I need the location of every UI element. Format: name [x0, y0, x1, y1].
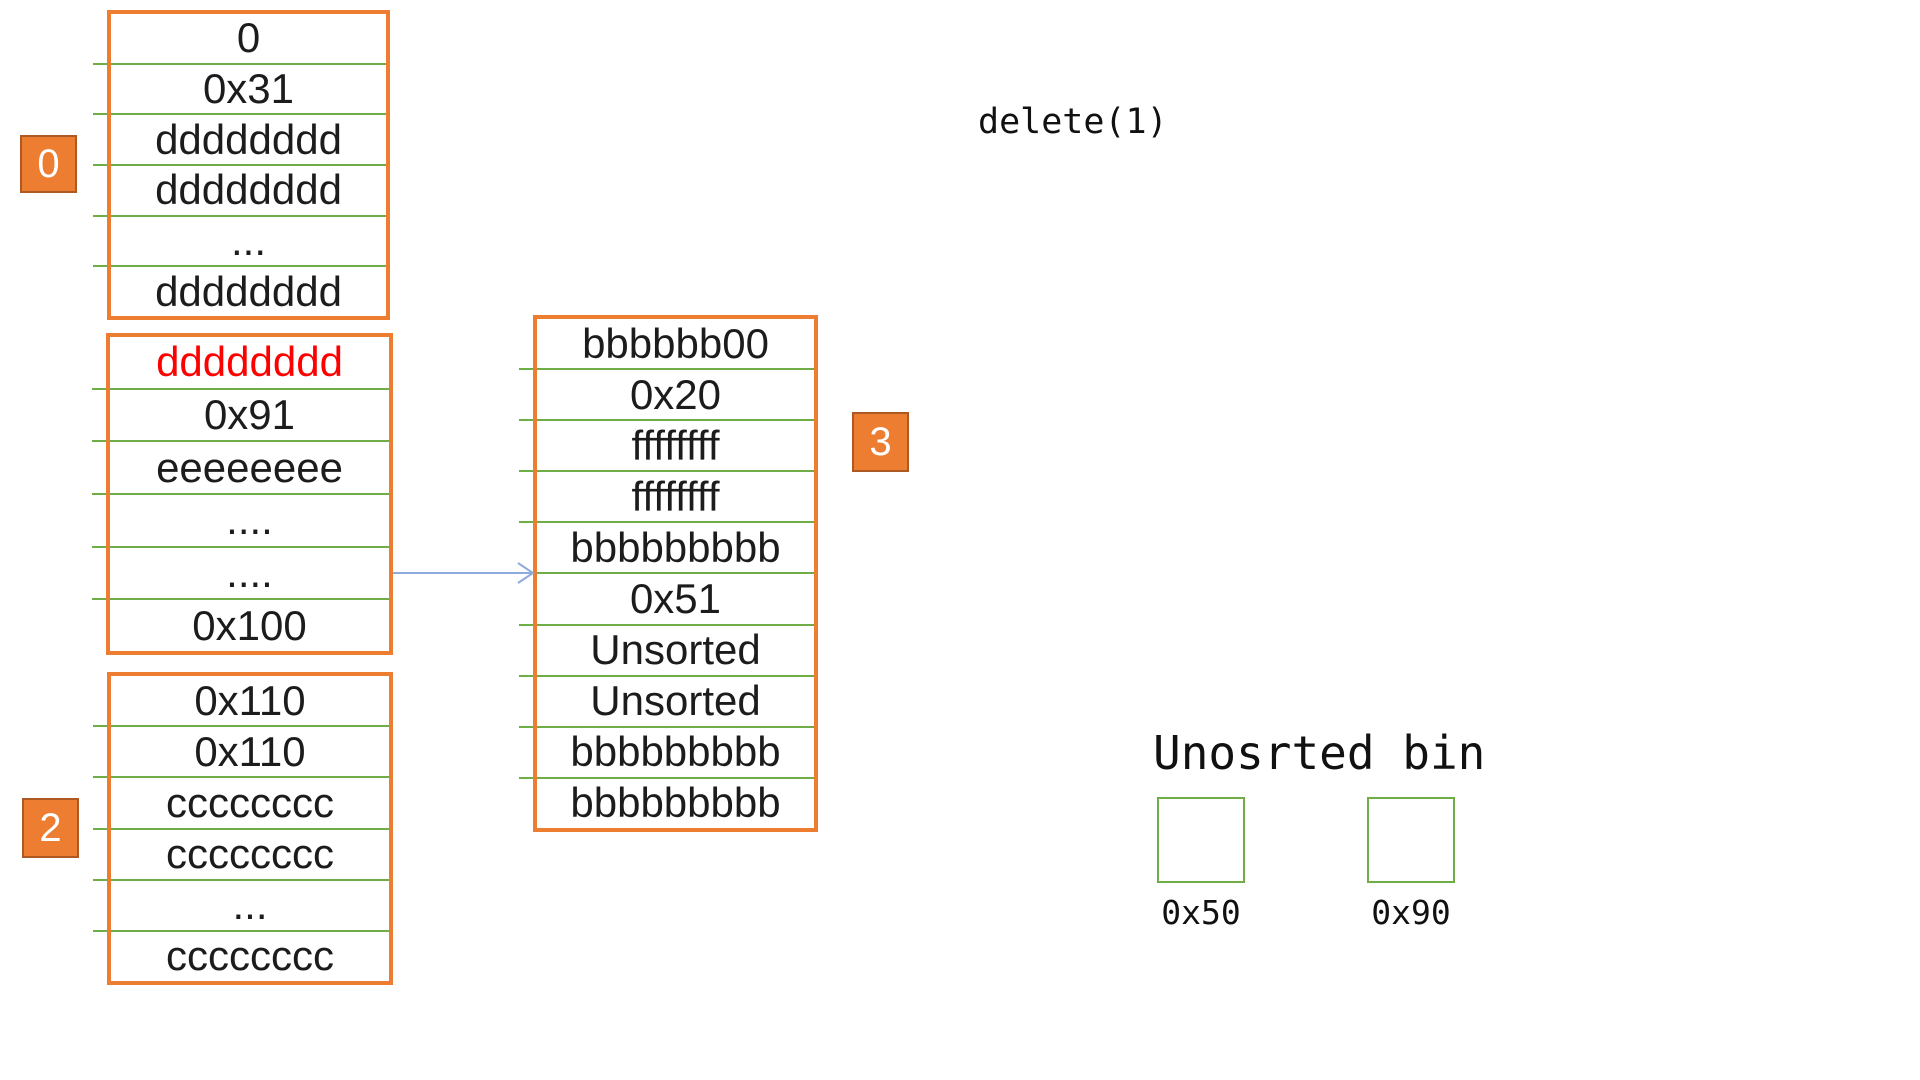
- memory-row-ellipsis: ....: [92, 493, 389, 546]
- memory-row: 0x110: [93, 725, 389, 776]
- memory-row: eeeeeeee: [92, 440, 389, 493]
- chunk-index-label-0: 0: [20, 135, 77, 193]
- memory-row: dddddddd: [93, 265, 386, 316]
- heap-chunk-3: bbbbbb00 0x20 ffffffff ffffffff bbbbbbbb…: [519, 315, 818, 832]
- memory-row: bbbbbb00: [582, 319, 769, 367]
- heap-chunk-2: 0x110 0x110 cccccccc cccccccc ... cccccc…: [93, 672, 393, 985]
- memory-row: cccccccc: [93, 827, 389, 879]
- unsorted-bin-title: Unosrted bin: [1153, 726, 1486, 780]
- memory-row: bbbbbbbbb: [519, 776, 814, 828]
- bin-slot-address-0: 0x50: [1161, 893, 1241, 932]
- memory-row: 0x51: [519, 572, 814, 623]
- memory-row-freed: dddddddd: [156, 338, 343, 386]
- memory-row: 0x31: [93, 62, 386, 114]
- chunk-index-label-2: 2: [22, 798, 79, 858]
- memory-row: Unsorted: [519, 623, 814, 675]
- memory-row: bbbbbbbbb: [519, 725, 814, 777]
- delete-annotation: delete(1): [978, 102, 1168, 142]
- memory-row: 0x100: [92, 598, 389, 651]
- memory-row-ellipsis: ....: [92, 545, 389, 599]
- memory-row: bbbbbbbbb: [519, 521, 814, 572]
- memory-row: 0: [236, 14, 261, 62]
- bin-slot-address-1: 0x90: [1371, 893, 1451, 932]
- memory-row: ffffffff: [519, 470, 814, 521]
- memory-row: dddddddd: [93, 113, 386, 164]
- memory-row: 0x20: [519, 368, 814, 419]
- pointer-arrow-icon: [393, 562, 535, 584]
- memory-row: 0x110: [194, 676, 306, 724]
- chunk-index-label-3: 3: [852, 412, 909, 472]
- memory-row-ellipsis: ...: [93, 214, 386, 266]
- memory-row: dddddddd: [93, 164, 386, 215]
- unsorted-bin-slot-0: [1157, 797, 1245, 883]
- heap-chunk-0: 0 0x31 dddddddd dddddddd ... dddddddd: [93, 10, 390, 320]
- memory-row-ellipsis: ...: [93, 878, 389, 930]
- memory-row: cccccccc: [93, 929, 389, 981]
- memory-row: ffffffff: [519, 419, 814, 470]
- memory-row: 0x91: [92, 387, 389, 441]
- memory-row: cccccccc: [93, 776, 389, 827]
- unsorted-bin-slot-1: [1367, 797, 1455, 883]
- heap-chunk-1: dddddddd 0x91 eeeeeeee .... .... 0x100: [92, 333, 393, 655]
- memory-row: Unsorted: [519, 674, 814, 726]
